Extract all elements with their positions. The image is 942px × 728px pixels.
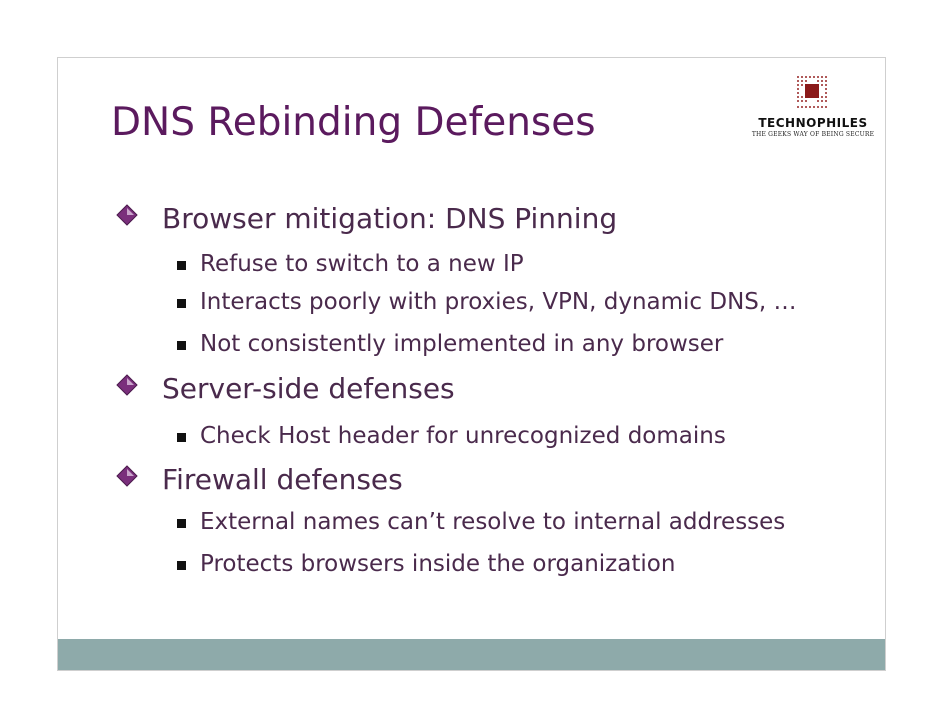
technophiles-logo: TECHNOPHILES THE GEEKS WAY OF BEING SECU… [748, 70, 878, 140]
bullet-browser-mitigation: Browser mitigation: DNS Pinning [116, 202, 618, 235]
square-bullet-icon [177, 561, 186, 570]
square-bullet-icon [177, 519, 186, 528]
logo-tagline: THE GEEKS WAY OF BEING SECURE [751, 131, 875, 138]
slide-title: DNS Rebinding Defenses [111, 100, 596, 145]
diamond-bullet-icon [116, 465, 138, 487]
diamond-bullet-icon [116, 374, 138, 396]
red-grid-logo-icon [797, 76, 827, 108]
diamond-bullet-icon [116, 204, 138, 226]
bullet-text: Browser mitigation: DNS Pinning [162, 202, 618, 235]
subitem: Interacts poorly with proxies, VPN, dyna… [177, 289, 797, 315]
bullet-text: Firewall defenses [162, 463, 403, 496]
subitem: External names can’t resolve to internal… [177, 509, 786, 535]
square-bullet-icon [177, 299, 186, 308]
square-bullet-icon [177, 433, 186, 442]
logo-wordmark: TECHNOPHILES [758, 116, 868, 130]
subitem-text: Refuse to switch to a new IP [200, 251, 524, 277]
subitem: Refuse to switch to a new IP [177, 251, 524, 277]
subitem-text: Not consistently implemented in any brow… [200, 331, 724, 357]
subitem-text: Protects browsers inside the organizatio… [200, 551, 676, 577]
bullet-text: Server-side defenses [162, 372, 455, 405]
bullet-firewall: Firewall defenses [116, 463, 403, 496]
subitem-text: External names can’t resolve to internal… [200, 509, 786, 535]
subitem: Not consistently implemented in any brow… [177, 331, 724, 357]
subitem: Protects browsers inside the organizatio… [177, 551, 676, 577]
slide: DNS Rebinding Defenses TECHNOPHILES THE … [57, 57, 886, 671]
subitem: Check Host header for unrecognized domai… [177, 423, 726, 449]
bullet-server-side: Server-side defenses [116, 372, 455, 405]
square-bullet-icon [177, 341, 186, 350]
subitem-text: Check Host header for unrecognized domai… [200, 423, 726, 449]
footer-band [58, 639, 885, 670]
square-bullet-icon [177, 261, 186, 270]
subitem-text: Interacts poorly with proxies, VPN, dyna… [200, 289, 797, 315]
